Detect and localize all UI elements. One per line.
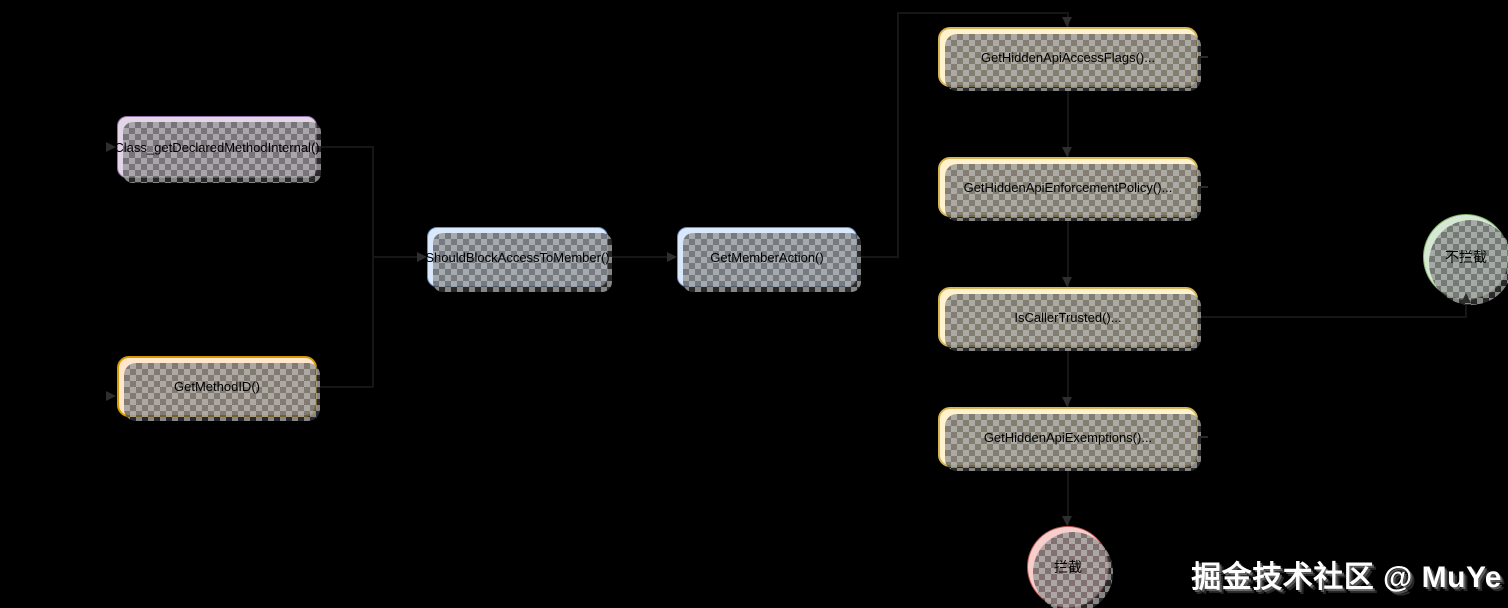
edge-merge-vertical xyxy=(372,146,374,387)
node-gethiddenapiaccessflags: GetHiddenApiAccessFlags()... xyxy=(938,27,1201,91)
edge-arrow-into-intercept xyxy=(1062,516,1072,526)
edge-arrow-into-class xyxy=(106,142,116,152)
edge-policy-trusted xyxy=(1067,217,1069,287)
edge-shouldblock-memberaction xyxy=(608,256,668,258)
node-label: GetHiddenApiEnforcementPolicy()... xyxy=(963,179,1173,195)
edge-memberaction-out xyxy=(857,256,899,258)
node-label: 不拦截 xyxy=(1445,249,1487,265)
edge-stub-policy-right xyxy=(1198,186,1208,188)
node-shouldblockaccesstomember: ShouldBlockAccessToMember() xyxy=(425,227,612,292)
edge-trusted-exemptions xyxy=(1067,347,1069,407)
node-result-intercept: 拦截 xyxy=(1027,526,1113,608)
node-iscallertrusted: IsCallerTrusted()... xyxy=(938,287,1201,351)
edge-stub-flags-right xyxy=(1198,56,1208,58)
edge-up-to-column xyxy=(897,12,899,258)
node-gethiddenapiexemptions: GetHiddenApiExemptions()... xyxy=(938,407,1201,471)
node-label: Class_getDeclaredMethodInternal() xyxy=(114,139,320,155)
edge-arrow-into-exemptions xyxy=(1062,397,1072,407)
edge-exemptions-intercept xyxy=(1067,467,1069,526)
edge-arrow-into-nointercept xyxy=(1461,293,1471,303)
edge-arrow-into-flags xyxy=(1062,17,1072,27)
edge-arrow-into-trusted xyxy=(1062,277,1072,287)
edge-class-out xyxy=(317,146,373,148)
edge-methodid-out xyxy=(317,386,373,388)
node-result-no-intercept: 不拦截 xyxy=(1423,214,1508,305)
edge-arrow-into-policy xyxy=(1062,147,1072,157)
edge-stub-exemptions-right xyxy=(1198,436,1208,438)
watermark-text: 掘金技术社区 @ MuYe xyxy=(1191,561,1502,594)
node-label: GetMethodID() xyxy=(174,379,260,394)
edge-over-to-column xyxy=(897,12,1068,14)
node-label: 拦截 xyxy=(1054,559,1082,575)
node-label: ShouldBlockAccessToMember() xyxy=(425,249,610,265)
node-label: GetHiddenApiExemptions()... xyxy=(983,429,1153,445)
edge-arrow-into-memberaction xyxy=(667,252,677,262)
node-getmethodid: GetMethodID() xyxy=(117,356,320,421)
edge-to-nointercept xyxy=(1198,316,1466,318)
node-getmemberaction: GetMemberAction() xyxy=(677,227,861,292)
edge-into-shouldblock xyxy=(372,256,418,258)
edge-arrow-into-methodid xyxy=(106,391,116,401)
node-class-getdeclaredmethodinternal: Class_getDeclaredMethodInternal() xyxy=(114,116,321,183)
node-gethiddenapienforcementpolicy: GetHiddenApiEnforcementPolicy()... xyxy=(938,157,1201,221)
node-label: IsCallerTrusted()... xyxy=(1014,309,1122,325)
edge-to-nointercept-vertical xyxy=(1465,302,1467,318)
edge-flags-policy xyxy=(1067,87,1069,157)
node-label: GetMemberAction() xyxy=(710,249,824,265)
node-label: GetHiddenApiAccessFlags()... xyxy=(980,49,1156,65)
edge-arrow-into-shouldblock xyxy=(417,252,427,262)
